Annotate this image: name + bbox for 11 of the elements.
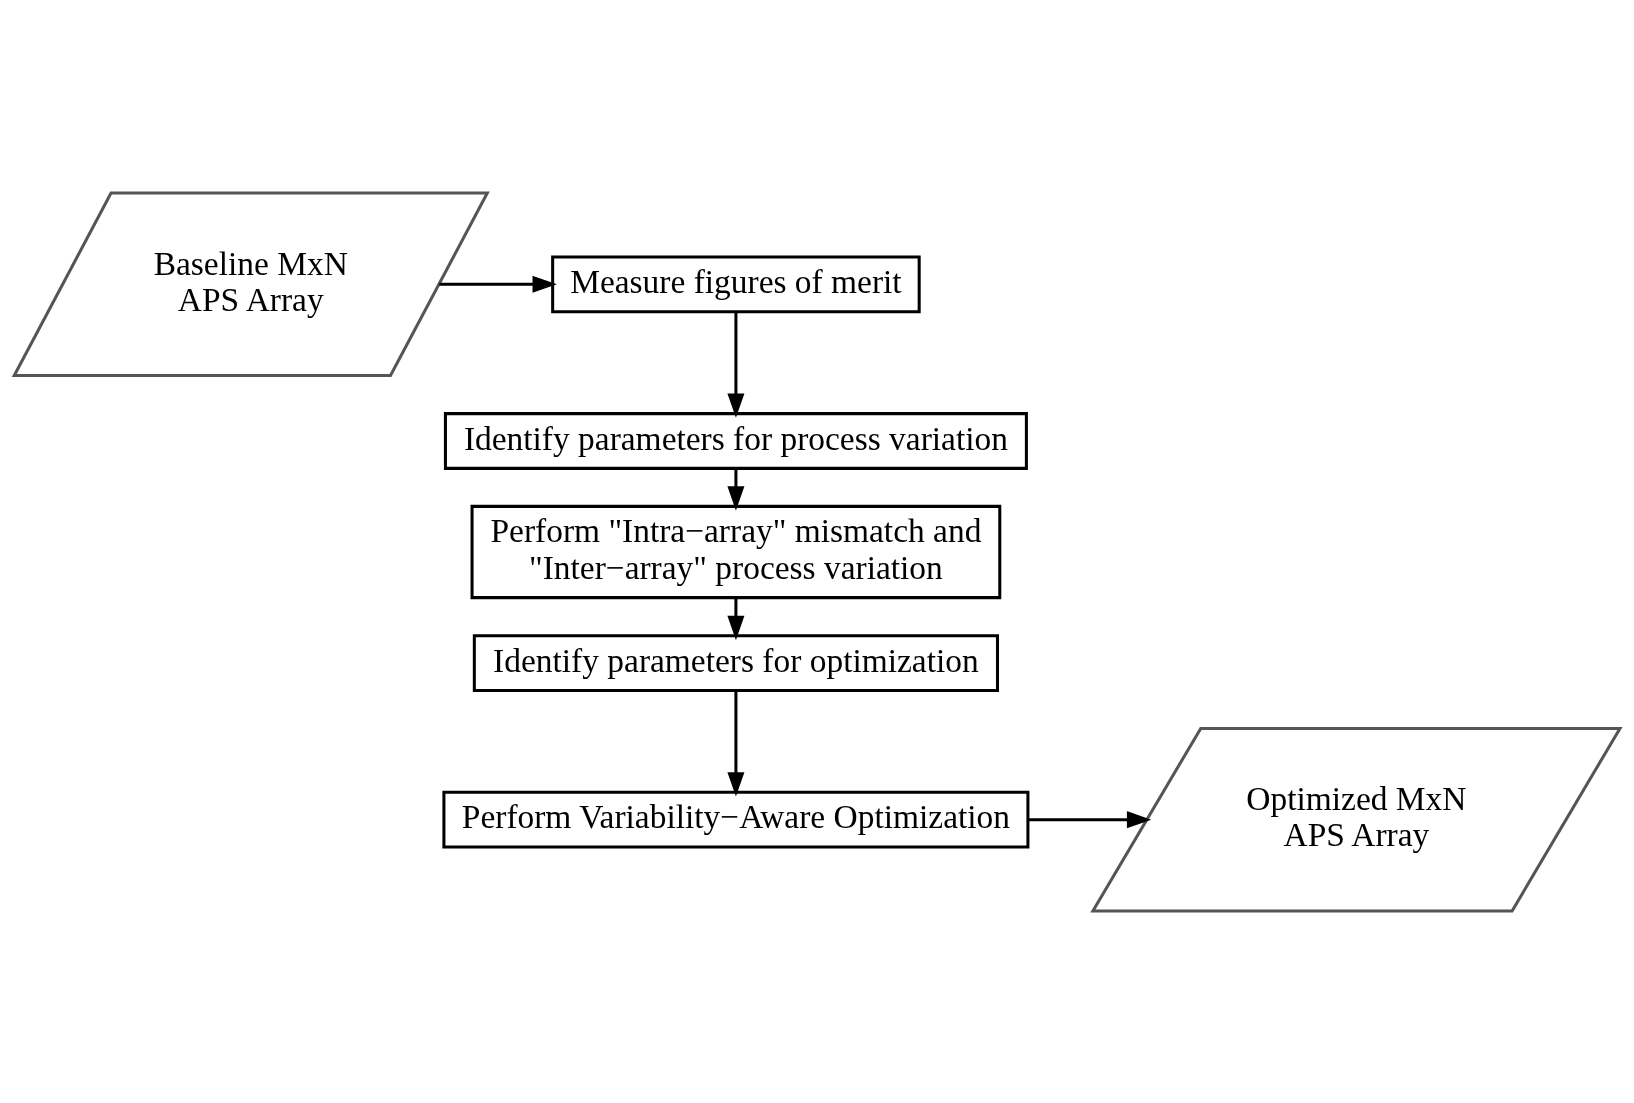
node-box: Identify parameters for optimization [472,633,999,692]
arrow [727,468,745,511]
arrow [727,311,745,418]
arrow [727,597,745,640]
arrow [1028,810,1152,828]
node-box: Perform "Intra−array" mismatch and "Inter−array" process variation [470,504,1002,599]
node-box: Measure figures of merit [551,254,921,313]
node-box: Identify parameters for process variation [443,411,1028,470]
node-box: Perform Variability−Aware Optimization [442,790,1030,849]
arrow [439,275,557,293]
arrow [727,690,745,797]
